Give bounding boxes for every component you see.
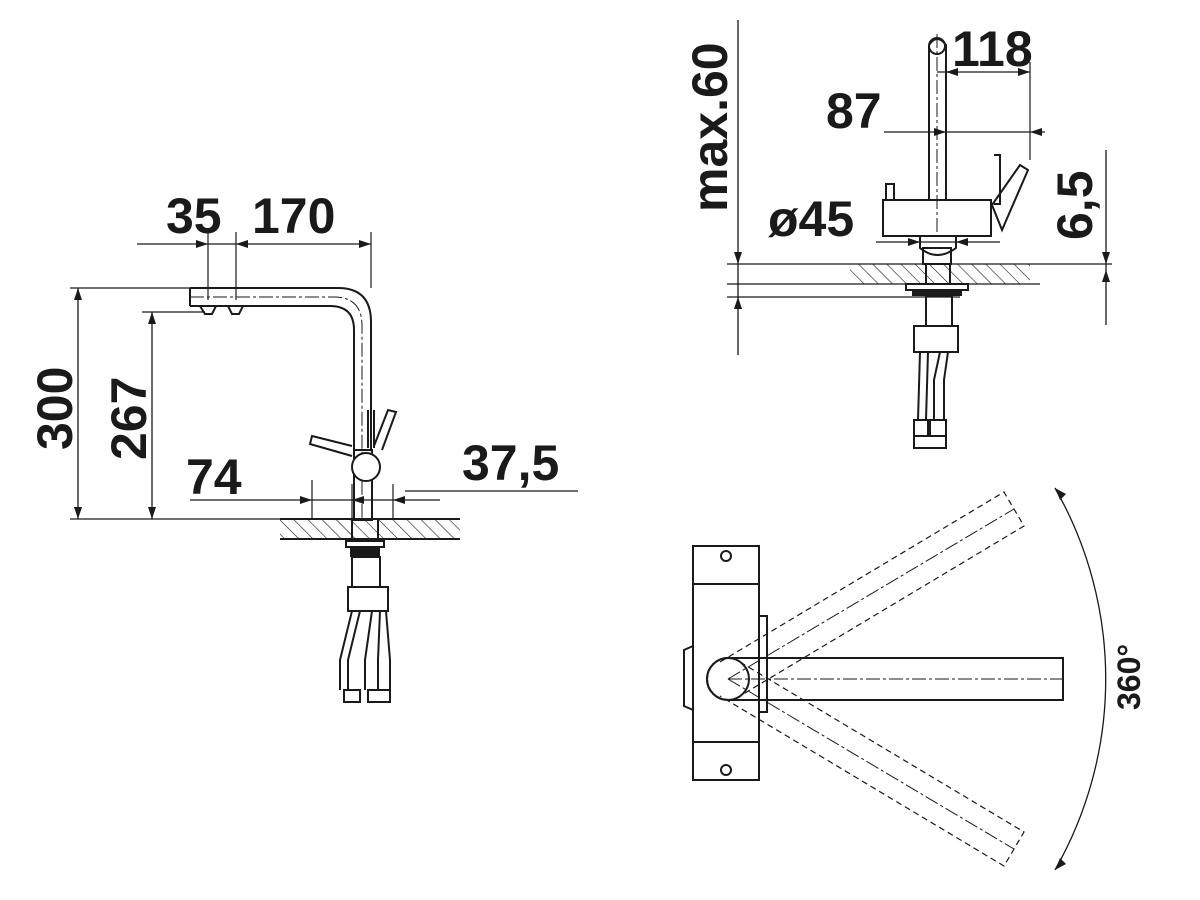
top-view: 360° — [683, 487, 1147, 871]
lever-pivot — [351, 452, 381, 482]
mounting-plate — [692, 545, 760, 781]
lever-front — [990, 163, 1030, 233]
dimension-label-170: 170 — [252, 188, 335, 244]
dimension-label-118: 118 — [952, 21, 1033, 77]
dimension-label-35: 35 — [166, 188, 222, 244]
countertop-section — [280, 519, 460, 539]
dimension-label-74: 74 — [186, 449, 242, 505]
front-view: max.60 118 87 ø45 6,5 — [682, 20, 1112, 449]
dimension-label-6-5: 6,5 — [1047, 170, 1103, 240]
spout-rotated-down — [719, 661, 1025, 867]
dimension-label-267: 267 — [101, 377, 157, 460]
dimension-label-max60: max.60 — [682, 42, 738, 212]
side-view: 35 170 300 267 74 37,5 — [27, 188, 578, 703]
dimension-label-87: 87 — [826, 83, 882, 139]
dimension-label-37-5: 37,5 — [462, 435, 559, 491]
dimension-label-300: 300 — [27, 367, 83, 450]
spout-pipe — [190, 287, 372, 450]
swivel-arc — [1054, 487, 1107, 871]
countertop-section-front — [850, 264, 1030, 284]
lever-handle — [308, 434, 353, 457]
spout-rotated-up — [719, 491, 1025, 697]
swivel-angle-label: 360° — [1111, 644, 1147, 710]
dimension-label-diameter-45: ø45 — [768, 191, 854, 247]
